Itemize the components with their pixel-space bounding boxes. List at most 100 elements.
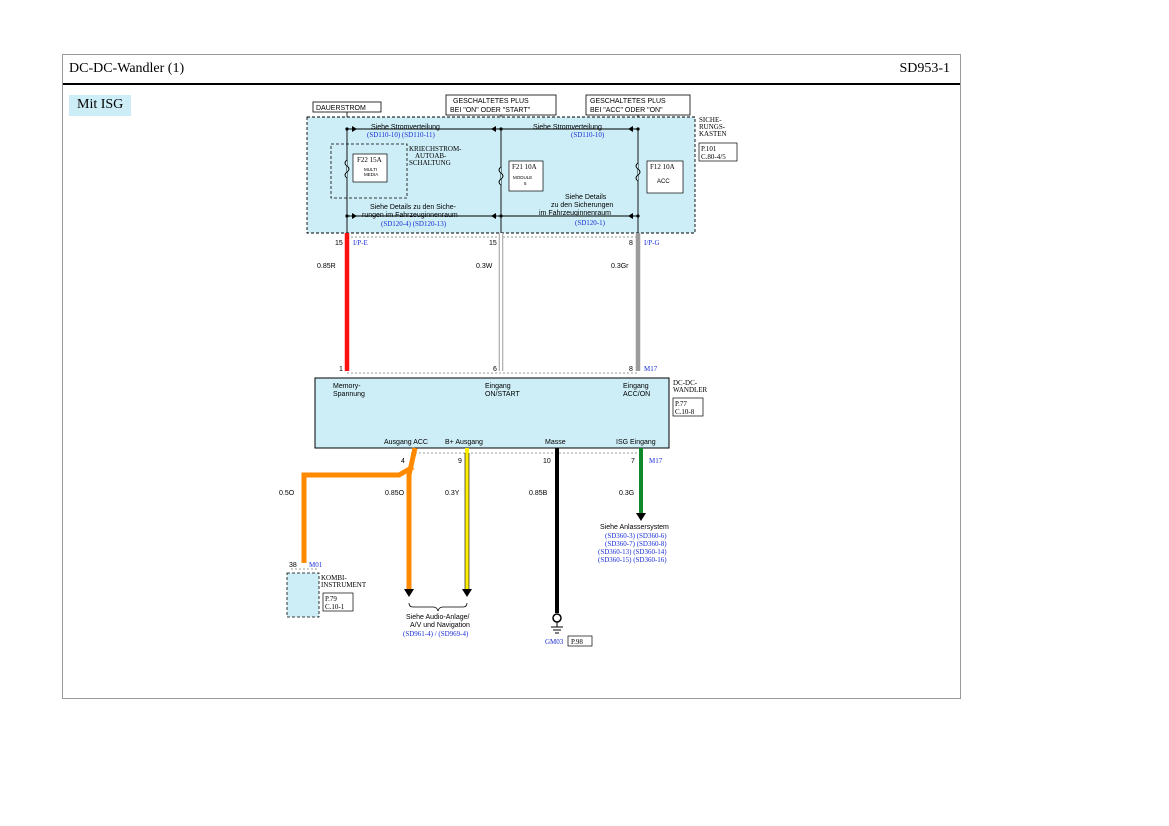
- fuse-box-name-3: KASTEN: [699, 130, 727, 138]
- wire-yellow-label: 0.3Y: [445, 490, 460, 497]
- ground-point-icon: [552, 613, 562, 623]
- wire-gray-label: 0.3Gr: [611, 263, 629, 270]
- starter-refs-2: (SD360-7) (SD360-8): [605, 540, 667, 548]
- dauerstrom-label: DAUERSTROM: [316, 105, 366, 112]
- conv-pin-1: 1: [339, 366, 343, 373]
- conv-out-masse: Masse: [545, 439, 566, 446]
- fuse-box-name-2: RUNGS-: [699, 123, 726, 131]
- variant-label: Mit ISG: [69, 95, 132, 116]
- conv-in-acc-1: Eingang: [623, 383, 649, 390]
- acc-on-label-2: BEI "ACC" ODER "ON": [590, 107, 663, 114]
- page-code: SD953-1: [899, 61, 950, 76]
- kriech-label-2: AUTOAB-: [415, 152, 447, 160]
- fuse2-rating: F21 10A: [512, 163, 537, 171]
- fuse3-name: ACC: [657, 179, 670, 185]
- conv-name-1: DC-DC-: [673, 379, 698, 387]
- audio-brace: [408, 602, 468, 612]
- kombi-connector: M01: [309, 561, 323, 569]
- conv-pin-7: 7: [631, 458, 635, 465]
- kombi-pin: 38: [289, 562, 297, 569]
- fuse3-rating: F12 10A: [650, 163, 675, 171]
- details-left-refs: (SD120-4) (SD120-13): [381, 220, 447, 228]
- details-right-refs: (SD120-1): [575, 219, 606, 227]
- conv-connector-bottom: M17: [649, 457, 663, 465]
- on-start-label-2: BEI "ON" ODER "START": [450, 107, 531, 114]
- audio-label-2: A/V und Navigation: [410, 622, 470, 629]
- wire-orange-left-label: 0.5O: [279, 490, 295, 497]
- fuse-pin-right: 8: [629, 240, 633, 247]
- wire-green-label: 0.3G: [619, 490, 634, 497]
- conv-connector-top: M17: [644, 365, 658, 373]
- conv-in-on-2: ON/START: [485, 391, 520, 398]
- ground-name: GM03: [545, 638, 564, 646]
- fuse2-name-2: 5: [524, 181, 527, 186]
- fuse-symbol-3: [635, 162, 641, 182]
- dcdc-converter: [314, 377, 670, 449]
- wire-black-label: 0.85B: [529, 490, 548, 497]
- conv-pin-9: 9: [458, 458, 462, 465]
- conv-pin-6: 6: [493, 366, 497, 373]
- conv-name-2: WANDLER: [673, 386, 708, 394]
- kombi-ref-2: C.10-1: [325, 603, 345, 611]
- details-left-1: Siehe Details zu den Siche-: [370, 204, 457, 211]
- details-right-2: zu den Sicherungen: [551, 202, 613, 209]
- fuse1-rating: F22 15A: [357, 156, 382, 164]
- kriech-label-3: SCHALTUNG: [409, 159, 451, 167]
- kombi-ref-1: P.79: [325, 595, 337, 603]
- kombi-name-2: INSTRUMENT: [321, 581, 367, 589]
- wiring-diagram: DAUERSTROM GESCHALTETES PLUS BEI "ON" OD…: [279, 94, 738, 647]
- sheet-header: DC-DC-Wandler (1) SD953-1: [63, 55, 960, 85]
- conv-in-mem-2: Spannung: [333, 391, 365, 398]
- fuse2-name-1: MODULE: [513, 175, 532, 180]
- dist-left-refs: (SD110-10) (SD110-11): [367, 131, 436, 139]
- starter-label: Siehe Anlassersystem: [600, 524, 669, 531]
- dist-right-label: Siehe Stromverteilung: [533, 124, 602, 131]
- dist-right-refs: (SD110-10): [571, 131, 605, 139]
- on-start-label-1: GESCHALTETES PLUS: [453, 98, 529, 105]
- kombi-name-1: KOMBI-: [321, 574, 347, 582]
- conv-pin-8: 8: [629, 366, 633, 373]
- fuse-box-ref-2: C.80-4/5: [701, 153, 726, 161]
- fuse-box-name-1: SICHE-: [699, 116, 722, 124]
- kriech-label-1: KRIECHSTROM-: [409, 145, 462, 153]
- fuse-conn-left: I/P-E: [353, 239, 368, 247]
- wire-red-label: 0.85R: [317, 263, 336, 270]
- fuse-pin-mid: 15: [489, 240, 497, 247]
- wire-orange-right-label: 0.85O: [385, 490, 405, 497]
- page-title: DC-DC-Wandler (1): [69, 61, 185, 76]
- fuse-symbol-2: [498, 166, 504, 186]
- fuse1-name-2: MEDIA: [364, 172, 378, 177]
- fuse-pin-left: 15: [335, 240, 343, 247]
- conv-in-on-1: Eingang: [485, 383, 511, 390]
- conv-out-isg: ISG Eingang: [616, 439, 656, 446]
- fuse-box-ref-1: P.101: [701, 145, 717, 153]
- conv-in-acc-2: ACC/ON: [623, 391, 650, 398]
- wire-orange-branch: [301, 464, 415, 563]
- fuse1-name-1: MULTI: [364, 167, 377, 172]
- conv-in-mem-1: Memory-: [333, 383, 361, 390]
- ground-ref: P.98: [571, 638, 583, 646]
- dist-left-label: Siehe Stromverteilung: [371, 124, 440, 131]
- details-right-3: im Fahrzeuginnenraum: [539, 210, 611, 217]
- wire-orange-main: [406, 447, 418, 589]
- details-left-2: rungen im Fahrzeuginnenraum: [362, 212, 458, 219]
- schematic-sheet: DC-DC-Wandler (1) SD953-1 Mit ISG DAUERS…: [62, 54, 961, 699]
- audio-label-1: Siehe Audio-Anlage/: [406, 614, 469, 621]
- conv-out-acc: Ausgang ACC: [384, 439, 428, 446]
- acc-on-label-1: GESCHALTETES PLUS: [590, 98, 666, 105]
- kombi-instrument: [286, 572, 320, 618]
- starter-refs-4: (SD360-15) (SD360-16): [598, 556, 667, 564]
- fuse-conn-right: I/P-G: [644, 239, 660, 247]
- starter-refs-1: (SD360-3) (SD360-6): [605, 532, 667, 540]
- conv-ref-1: P.77: [675, 400, 687, 408]
- starter-refs-3: (SD360-13) (SD360-14): [598, 548, 667, 556]
- conv-out-b: B+ Ausgang: [445, 439, 483, 446]
- kriechstrom-box: [330, 143, 408, 199]
- conv-ref-2: C.10-8: [675, 408, 695, 416]
- details-right-1: Siehe Details: [565, 194, 607, 201]
- fuse-symbol-1: [344, 159, 350, 179]
- wire-white-label: 0.3W: [476, 263, 493, 270]
- conv-pin-4: 4: [401, 458, 405, 465]
- audio-refs: (SD961-4) / (SD969-4): [403, 630, 469, 638]
- conv-pin-10: 10: [543, 458, 551, 465]
